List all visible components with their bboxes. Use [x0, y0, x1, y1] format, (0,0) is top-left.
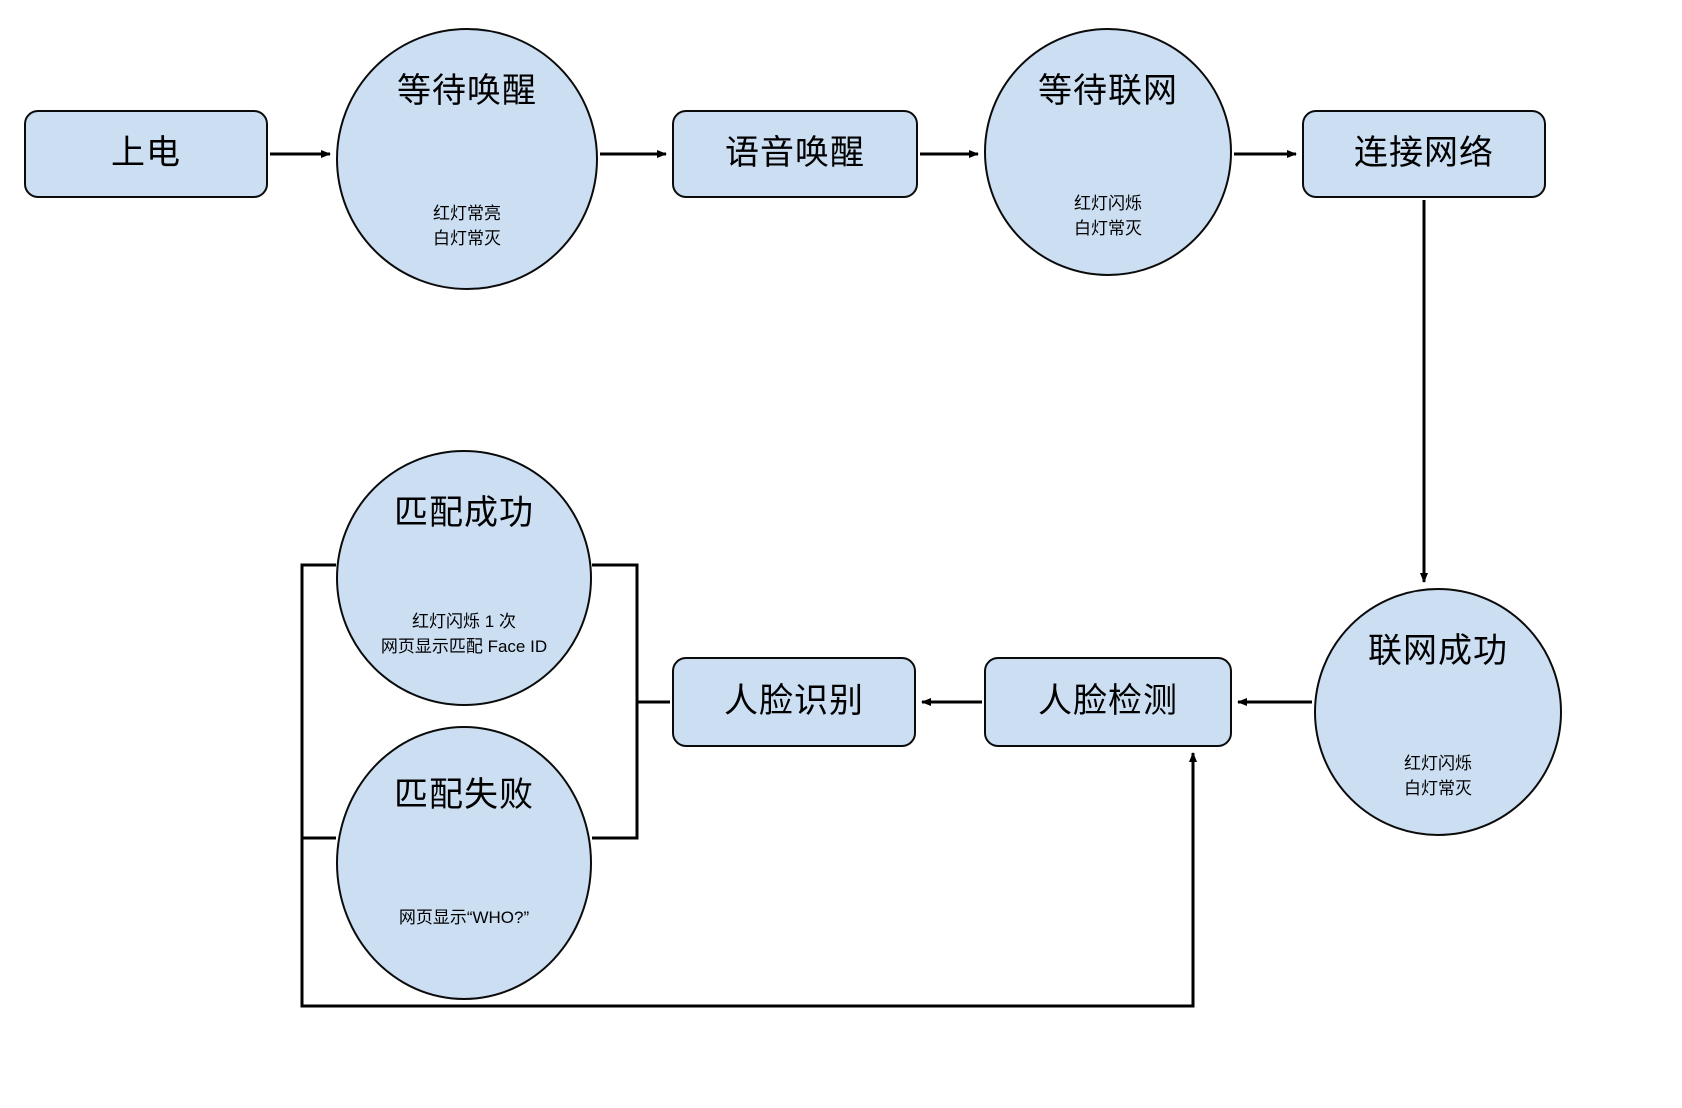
node-wait-wake-sub-line2: 白灯常灭 — [433, 228, 501, 248]
node-face-recognize-title: 人脸识别 — [724, 682, 864, 721]
node-face-detect-title: 人脸检测 — [1038, 682, 1178, 721]
node-wait-wake-sub-line1: 红灯常亮 — [433, 204, 501, 223]
node-wait-wake[interactable]: 等待唤醒 红灯常亮 白灯常灭 — [336, 28, 598, 290]
node-match-fail[interactable]: 匹配失败 网页显示“WHO?” — [336, 726, 592, 1000]
node-connect-network-title: 连接网络 — [1354, 134, 1494, 173]
node-voice-wake-title: 语音唤醒 — [725, 134, 865, 173]
node-face-detect[interactable]: 人脸检测 — [984, 657, 1232, 747]
node-network-success-sub: 红灯闪烁 白灯常灭 — [1316, 752, 1560, 801]
node-match-fail-sub: 网页显示“WHO?” — [338, 906, 590, 931]
node-wait-wake-sub: 红灯常亮 白灯常灭 — [338, 202, 596, 251]
node-network-success[interactable]: 联网成功 红灯闪烁 白灯常灭 — [1314, 588, 1562, 836]
node-match-fail-sub-line1: 网页显示“WHO?” — [398, 908, 530, 927]
node-match-success-title: 匹配成功 — [394, 494, 534, 532]
node-connect-network[interactable]: 连接网络 — [1302, 110, 1546, 198]
node-wait-net-title: 等待联网 — [1038, 72, 1178, 110]
node-power-title: 上电 — [111, 134, 181, 173]
node-voice-wake[interactable]: 语音唤醒 — [672, 110, 918, 198]
node-network-success-title: 联网成功 — [1368, 632, 1508, 670]
node-wait-net[interactable]: 等待联网 红灯闪烁 白灯常灭 — [984, 28, 1232, 276]
node-wait-net-sub-line2: 白灯常灭 — [1074, 218, 1142, 238]
node-wait-wake-title: 等待唤醒 — [397, 72, 537, 110]
edge-face-recognize-to-match-success — [592, 563, 670, 704]
node-match-success-sub-line2: 网页显示匹配 Face ID — [380, 636, 548, 656]
node-power[interactable]: 上电 — [24, 110, 268, 198]
node-match-success-sub-line1: 红灯闪烁 1 次 — [412, 612, 516, 631]
node-wait-net-sub-line1: 红灯闪烁 — [1074, 194, 1142, 213]
node-face-recognize[interactable]: 人脸识别 — [672, 657, 916, 747]
node-network-success-sub-line1: 红灯闪烁 — [1404, 754, 1472, 773]
edge-face-recognize-to-match-fail — [592, 700, 670, 840]
node-match-success[interactable]: 匹配成功 红灯闪烁 1 次 网页显示匹配 Face ID — [336, 450, 592, 706]
node-match-success-sub: 红灯闪烁 1 次 网页显示匹配 Face ID — [338, 610, 590, 659]
node-network-success-sub-line2: 白灯常灭 — [1404, 778, 1472, 798]
edge-match-fail-to-face-detect — [300, 752, 1197, 1008]
edge-match-success-left-bracket — [300, 563, 336, 840]
node-wait-net-sub: 红灯闪烁 白灯常灭 — [986, 192, 1230, 241]
node-match-fail-title: 匹配失败 — [394, 776, 534, 814]
